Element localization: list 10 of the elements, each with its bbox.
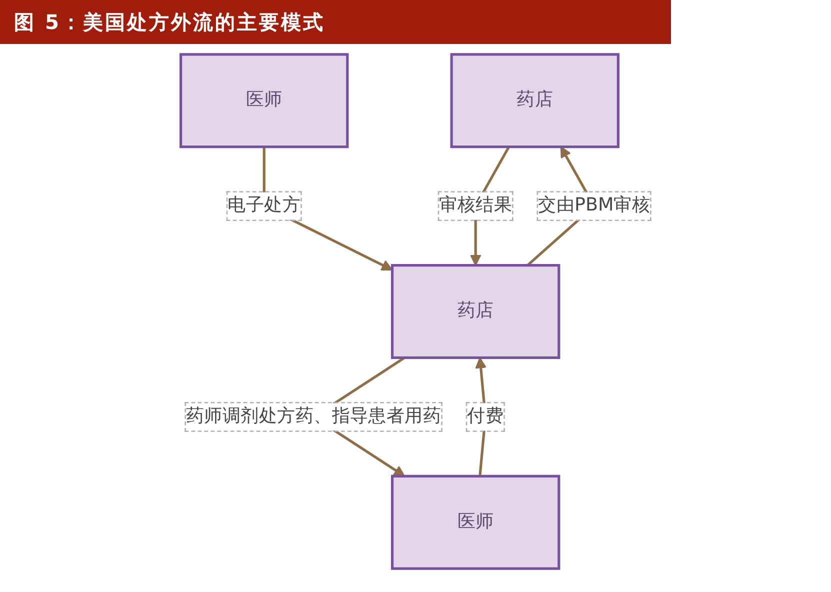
node-box: 药店 (390, 264, 560, 360)
node-box: 药店 (450, 53, 620, 148)
edge-label: 交由PBM审核 (538, 195, 650, 216)
edge-label: 电子处方 (228, 195, 301, 216)
node-box: 医师 (390, 474, 560, 570)
edge-label: 审核结果 (439, 195, 512, 216)
edge-label: 付费 (467, 406, 504, 427)
edge-label: 药师调剂处方药、指导患者用药 (186, 406, 442, 427)
figure-title: 图 5：美国处方外流的主要模式 (0, 0, 671, 44)
node-box: 医师 (180, 53, 349, 148)
